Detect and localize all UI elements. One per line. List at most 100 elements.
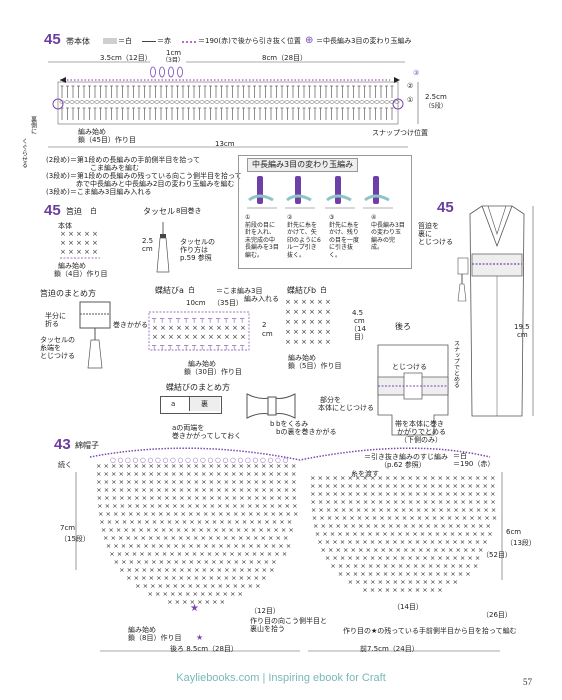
stitch-symbol: × [477, 514, 482, 522]
stitch-symbol: × [400, 586, 405, 594]
stitch-symbol: × [133, 534, 138, 542]
stitch-symbol: × [373, 546, 378, 554]
legend-red: ＝赤 [157, 37, 171, 45]
bow-a-dim2: 2 [262, 321, 267, 329]
stitch-symbol [359, 100, 365, 104]
stitch-symbol: × [423, 474, 428, 482]
stitch-symbol: × [128, 542, 133, 550]
stitch-symbol: × [233, 510, 238, 518]
stitch-symbol: × [254, 566, 259, 574]
stitch-symbol: × [340, 490, 345, 498]
stitch-symbol: × [392, 554, 397, 562]
stitch-symbol [354, 100, 360, 104]
stitch-symbol: × [131, 526, 136, 534]
stitch-symbol: × [120, 502, 125, 510]
stitch-symbol [279, 100, 285, 104]
section-title: 帯本体 [66, 37, 90, 46]
hat-left-dim: 7cm [60, 524, 76, 532]
stitch-symbol: × [134, 470, 139, 478]
doll-l1: 筥迫を [418, 222, 439, 230]
stitch-symbol: × [261, 534, 266, 542]
stitch-symbol [244, 100, 250, 104]
stitch-symbol: × [483, 474, 488, 482]
stitch-symbol: × [276, 462, 281, 470]
stitch-symbol: ┬ [159, 315, 165, 323]
stitch-symbol: × [165, 502, 170, 510]
stitch-symbol: × [291, 462, 296, 470]
stitch-symbol: × [460, 498, 465, 506]
stitch-symbol: × [309, 328, 315, 336]
stitch-symbol: × [209, 574, 214, 582]
band-section: 45 帯本体 ＝白 ＝赤 ＝190(赤)で後から引き抜く位置 ⊕ ＝中長編み3目… [0, 0, 562, 205]
stitch-symbol: × [167, 598, 172, 606]
stitch-symbol: × [272, 518, 277, 526]
stitch-symbol: × [377, 538, 382, 546]
bow-a-width: 10cm [186, 299, 206, 307]
stitch-symbol: × [328, 546, 333, 554]
stitch-symbol: × [169, 550, 174, 558]
stitch-symbol: × [141, 486, 146, 494]
stitch-symbol: × [268, 534, 273, 542]
stitch-symbol: × [209, 494, 214, 502]
stitch-symbol: × [209, 470, 214, 478]
stitch-symbol: × [340, 482, 345, 490]
stitch-symbol: × [201, 574, 206, 582]
stitch-symbol [214, 100, 220, 104]
stitch-symbol: × [246, 574, 251, 582]
stitch-symbol: × [382, 530, 387, 538]
stitch-symbol: × [388, 522, 393, 530]
stitch-symbol: × [293, 318, 299, 326]
chain-start: 編み始め [78, 128, 106, 136]
stitch-symbol: × [175, 598, 180, 606]
stitch-symbol: × [348, 578, 353, 586]
stitch-symbol: × [478, 522, 483, 530]
stitch-symbol: × [325, 298, 331, 306]
hakoseko-title: 筥迫 [66, 207, 82, 216]
back-tojitsukeru: とじつける [392, 363, 427, 371]
stitch-symbol: × [113, 510, 118, 518]
stitch-symbol: × [445, 498, 450, 506]
stitch-symbol: × [355, 538, 360, 546]
stitch-symbol: × [119, 462, 124, 470]
stitch-symbol: × [126, 462, 131, 470]
stitch-symbol [69, 100, 75, 104]
bow-finish-b: b [270, 420, 275, 428]
stitch-symbol: ┬ [223, 342, 229, 350]
stitch-symbol: × [119, 470, 124, 478]
stitch-symbol: × [438, 578, 443, 586]
stitch-symbol: × [234, 518, 239, 526]
stitch-symbol: ○ [245, 456, 251, 464]
stitch-symbol: × [371, 506, 376, 514]
stitch-symbol: ○ [140, 456, 146, 464]
stitch-symbol: × [490, 482, 495, 490]
stitch-symbol: × [438, 474, 443, 482]
stitch-symbol: × [291, 470, 296, 478]
legend-break: ＝190(赤)で後から引き抜く位置 [198, 37, 301, 45]
stitch-symbol: ○ [155, 456, 161, 464]
stitch-symbol: × [202, 566, 207, 574]
stitch-symbol: × [317, 328, 323, 336]
stitch-symbol: × [310, 474, 315, 482]
step-text: 針先に糸をかけ、残りの目を一度に引き抜く。 [329, 221, 360, 259]
stitch-symbol: × [139, 550, 144, 558]
doll-height-dim [532, 206, 534, 416]
stitch-symbol: × [225, 502, 230, 510]
stitch-symbol: × [400, 538, 405, 546]
stitch-symbol: × [105, 502, 110, 510]
dim-total: 13cm [215, 140, 235, 148]
stitch-symbol: × [378, 490, 383, 498]
stitch-symbol: × [348, 498, 353, 506]
stitch-symbol: × [259, 550, 264, 558]
stitch-symbol [134, 100, 140, 104]
stitch-symbol: × [200, 324, 206, 332]
stitch-symbol: × [240, 324, 246, 332]
stitch-symbol: × [149, 486, 154, 494]
stitch-symbol: × [171, 574, 176, 582]
hat-left-dim2: （15段） [60, 535, 90, 543]
stitch-symbol: × [240, 333, 246, 341]
stitch-symbol: ○ [133, 456, 139, 464]
stitch-symbol: ┬ [199, 315, 205, 323]
stitch-symbol: × [284, 494, 289, 502]
stitch-symbol: × [116, 526, 121, 534]
stitch-symbol: × [408, 482, 413, 490]
